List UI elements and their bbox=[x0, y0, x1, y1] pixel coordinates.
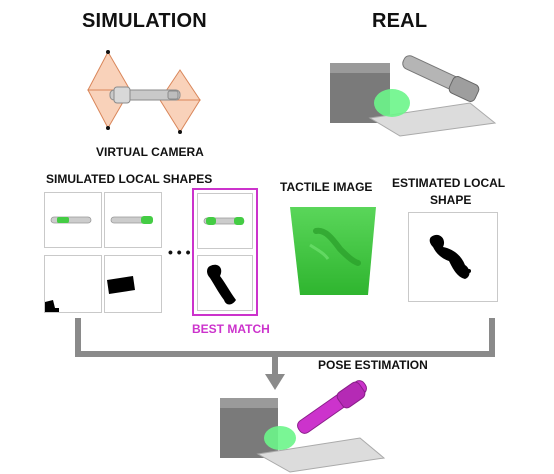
estimated-shape-label-line2: SHAPE bbox=[430, 193, 472, 207]
sim-shape-panel-4[interactable] bbox=[104, 255, 162, 313]
estimated-tool-grip bbox=[336, 381, 366, 409]
sim-shape-panel-1[interactable] bbox=[44, 192, 102, 248]
estimated-shape-label-line1: ESTIMATED LOCAL bbox=[392, 176, 506, 190]
best-match-panel-render[interactable] bbox=[197, 193, 253, 249]
result-green-led-glow bbox=[264, 426, 296, 450]
camera-cone-right-bottom bbox=[159, 99, 201, 133]
estimated-shape-panel bbox=[408, 212, 498, 302]
tool-tip bbox=[167, 90, 179, 100]
result-gripper-finger bbox=[256, 437, 386, 473]
simulated-shapes-label: SIMULATED LOCAL SHAPES bbox=[46, 172, 213, 186]
pose-estimation-label: POSE ESTIMATION bbox=[318, 358, 428, 372]
pose-estimation-result bbox=[220, 380, 386, 473]
pose-estimation-arrows bbox=[75, 318, 495, 390]
camera-point bbox=[106, 126, 110, 130]
sim-shape-panel-3[interactable] bbox=[44, 255, 102, 313]
tactile-image-label: TACTILE IMAGE bbox=[280, 180, 373, 194]
real-tool-grip bbox=[448, 76, 480, 102]
merge-line bbox=[75, 318, 495, 357]
real-gripper-photo bbox=[330, 55, 497, 137]
simulation-title: SIMULATION bbox=[82, 10, 207, 32]
sim-shape-panel-2[interactable] bbox=[104, 192, 162, 248]
virtual-camera-label: VIRTUAL CAMERA bbox=[96, 145, 204, 159]
camera-point bbox=[106, 50, 110, 54]
camera-cone-left-top bbox=[87, 50, 131, 91]
best-match-frame bbox=[192, 188, 258, 316]
tool-grip bbox=[113, 86, 131, 104]
gripper-finger bbox=[368, 102, 497, 137]
more-shapes-ellipsis: • • • bbox=[168, 244, 191, 260]
down-arrow-head bbox=[265, 374, 285, 390]
green-led-glow bbox=[374, 89, 410, 117]
best-match-label: BEST MATCH bbox=[192, 322, 270, 336]
best-match-panel-shape[interactable] bbox=[197, 255, 253, 311]
virtual-camera-scene bbox=[87, 50, 201, 134]
camera-point bbox=[178, 130, 182, 134]
real-title: REAL bbox=[372, 10, 428, 32]
tactile-image bbox=[290, 207, 376, 295]
